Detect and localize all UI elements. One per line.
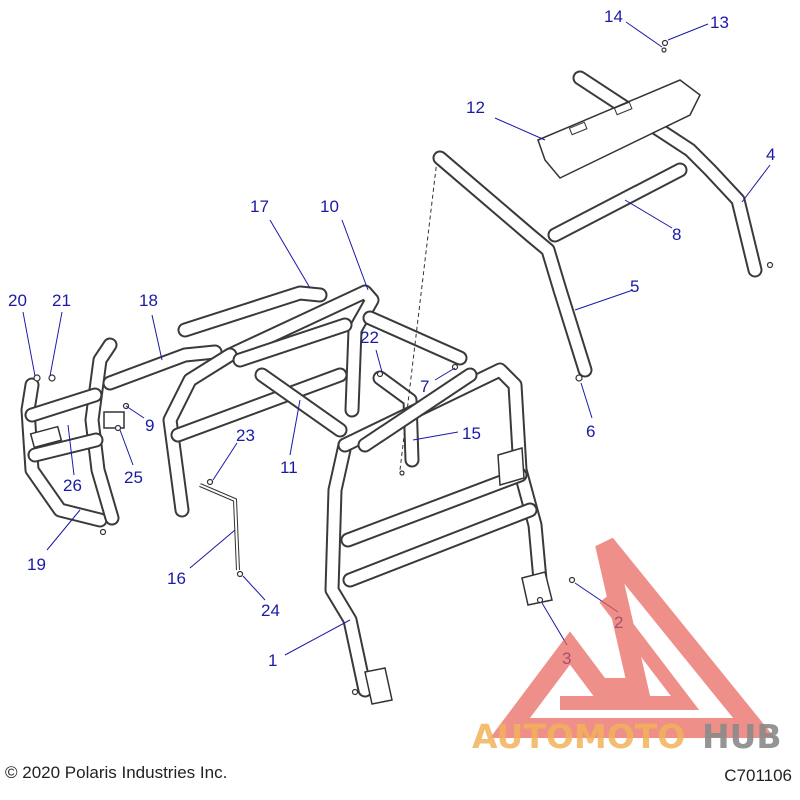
callout-20: 20 — [8, 291, 27, 310]
callout-16: 16 — [167, 569, 186, 588]
callout-21: 21 — [52, 291, 71, 310]
hardware-fasteners — [33, 39, 774, 696]
part-15-tube — [357, 367, 478, 453]
callout-10: 10 — [320, 197, 339, 216]
part-8-cross-tube — [547, 162, 688, 243]
part-7-bar — [362, 310, 468, 468]
callout-26: 26 — [63, 476, 82, 495]
callout-8: 8 — [672, 225, 681, 244]
copyright-notice: © 2020 Polaris Industries Inc. — [5, 763, 228, 782]
callout-12: 12 — [466, 98, 485, 117]
callout-4: 4 — [766, 145, 775, 164]
part-1-front-frame — [324, 362, 553, 705]
callout-14: 14 — [604, 7, 623, 26]
callout-18: 18 — [139, 291, 158, 310]
callout-1: 1 — [268, 651, 277, 670]
callout-7: 7 — [420, 377, 429, 396]
part-10-rear-roll-bar — [162, 284, 380, 518]
callout-19: 19 — [27, 555, 46, 574]
watermark-text-automoto: AUTOMOTO — [472, 717, 685, 756]
part-19-side-frame — [20, 337, 125, 528]
callout-22: 22 — [360, 328, 379, 347]
part-16-brace — [199, 483, 240, 571]
part-12-top-plate — [537, 79, 701, 179]
callout-15: 15 — [462, 424, 481, 443]
diagram-code: C701106 — [724, 766, 792, 785]
callout-23: 23 — [236, 426, 255, 445]
callout-25: 25 — [124, 468, 143, 487]
callout-6: 6 — [586, 422, 595, 441]
callout-11: 11 — [280, 458, 298, 477]
part-17-roof-bar — [177, 285, 328, 338]
callout-5: 5 — [630, 277, 639, 296]
part-5-pillar — [432, 150, 593, 378]
part-18-rear-bar — [102, 344, 223, 391]
callout-17: 17 — [250, 197, 269, 216]
callout-leaders — [22, 21, 771, 656]
watermark-text-hub: HUB — [702, 717, 782, 756]
watermark-logo-triangle — [490, 538, 775, 738]
callout-24: 24 — [261, 601, 280, 620]
part-11-cross-tube — [254, 367, 348, 438]
callout-13: 13 — [710, 13, 729, 32]
callout-9: 9 — [145, 416, 154, 435]
automotohub-watermark: AUTOMOTO HUB — [472, 538, 782, 756]
